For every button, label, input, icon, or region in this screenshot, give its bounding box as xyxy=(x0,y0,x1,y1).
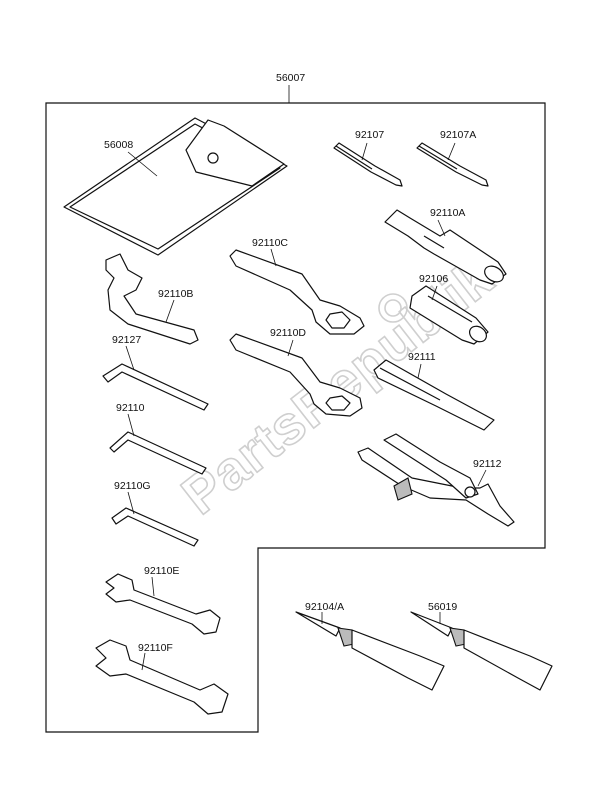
label-92110c: 92110C xyxy=(252,237,288,249)
leader-92111 xyxy=(417,363,422,379)
label-92110e: 92110E xyxy=(144,565,179,577)
open-end-wrench-92110f xyxy=(95,639,229,715)
extension-bar-92111 xyxy=(373,359,495,431)
leader-92110 xyxy=(127,413,135,437)
ring-spanner-92110c xyxy=(229,249,365,335)
label-92112: 92112 xyxy=(473,458,502,470)
screwdriver-92107 xyxy=(333,142,403,187)
label-56008: 56008 xyxy=(104,139,133,151)
ring-spanner-92110d xyxy=(229,333,363,417)
label-92110d: 92110D xyxy=(270,327,306,339)
leader-92110g xyxy=(127,491,135,515)
leader-92110d xyxy=(287,339,294,357)
leader-92110e xyxy=(151,576,155,597)
tool-pouch-56008 xyxy=(63,117,288,256)
box-wrench-92110a xyxy=(384,209,507,285)
label-92110b: 92110B xyxy=(158,288,193,300)
leader-92127 xyxy=(125,345,135,371)
grease-tube-56019 xyxy=(410,611,553,691)
pliers-92112 xyxy=(357,433,515,527)
leader-92110c xyxy=(270,248,277,267)
label-92110a: 92110A xyxy=(430,207,465,219)
hex-key-92110g xyxy=(111,507,199,547)
leader-92110f xyxy=(141,652,146,671)
assembly-boundary xyxy=(45,102,546,733)
watermark-gear-icon xyxy=(378,293,408,323)
label-56019: 56019 xyxy=(428,601,457,613)
leader-92110a xyxy=(437,219,446,237)
leader-56008 xyxy=(127,151,158,177)
screwdriver-92107a xyxy=(416,142,489,187)
label-92127: 92127 xyxy=(112,334,141,346)
leader-92107 xyxy=(361,142,368,161)
open-end-wrench-92110e xyxy=(105,573,221,635)
hex-key-92110 xyxy=(109,431,207,475)
label-92107: 92107 xyxy=(355,129,384,141)
label-92107a: 92107A xyxy=(440,129,476,141)
label-92110f: 92110F xyxy=(138,642,173,654)
leader-92107a xyxy=(447,142,456,161)
label-92111: 92111 xyxy=(408,351,436,363)
hex-key-92127 xyxy=(102,363,209,411)
label-56007: 56007 xyxy=(276,72,305,84)
hook-spanner-92110b xyxy=(105,253,199,345)
label-92110: 92110 xyxy=(116,402,145,414)
socket-92106 xyxy=(409,285,489,345)
grease-tube-92104a xyxy=(295,611,445,691)
label-92106: 92106 xyxy=(419,273,448,285)
leader-92106 xyxy=(431,285,438,301)
leader-92110b xyxy=(165,299,175,323)
label-92110g: 92110G xyxy=(114,480,151,492)
label-92104a: 92104/A xyxy=(305,601,344,613)
leader-92112 xyxy=(477,469,487,487)
